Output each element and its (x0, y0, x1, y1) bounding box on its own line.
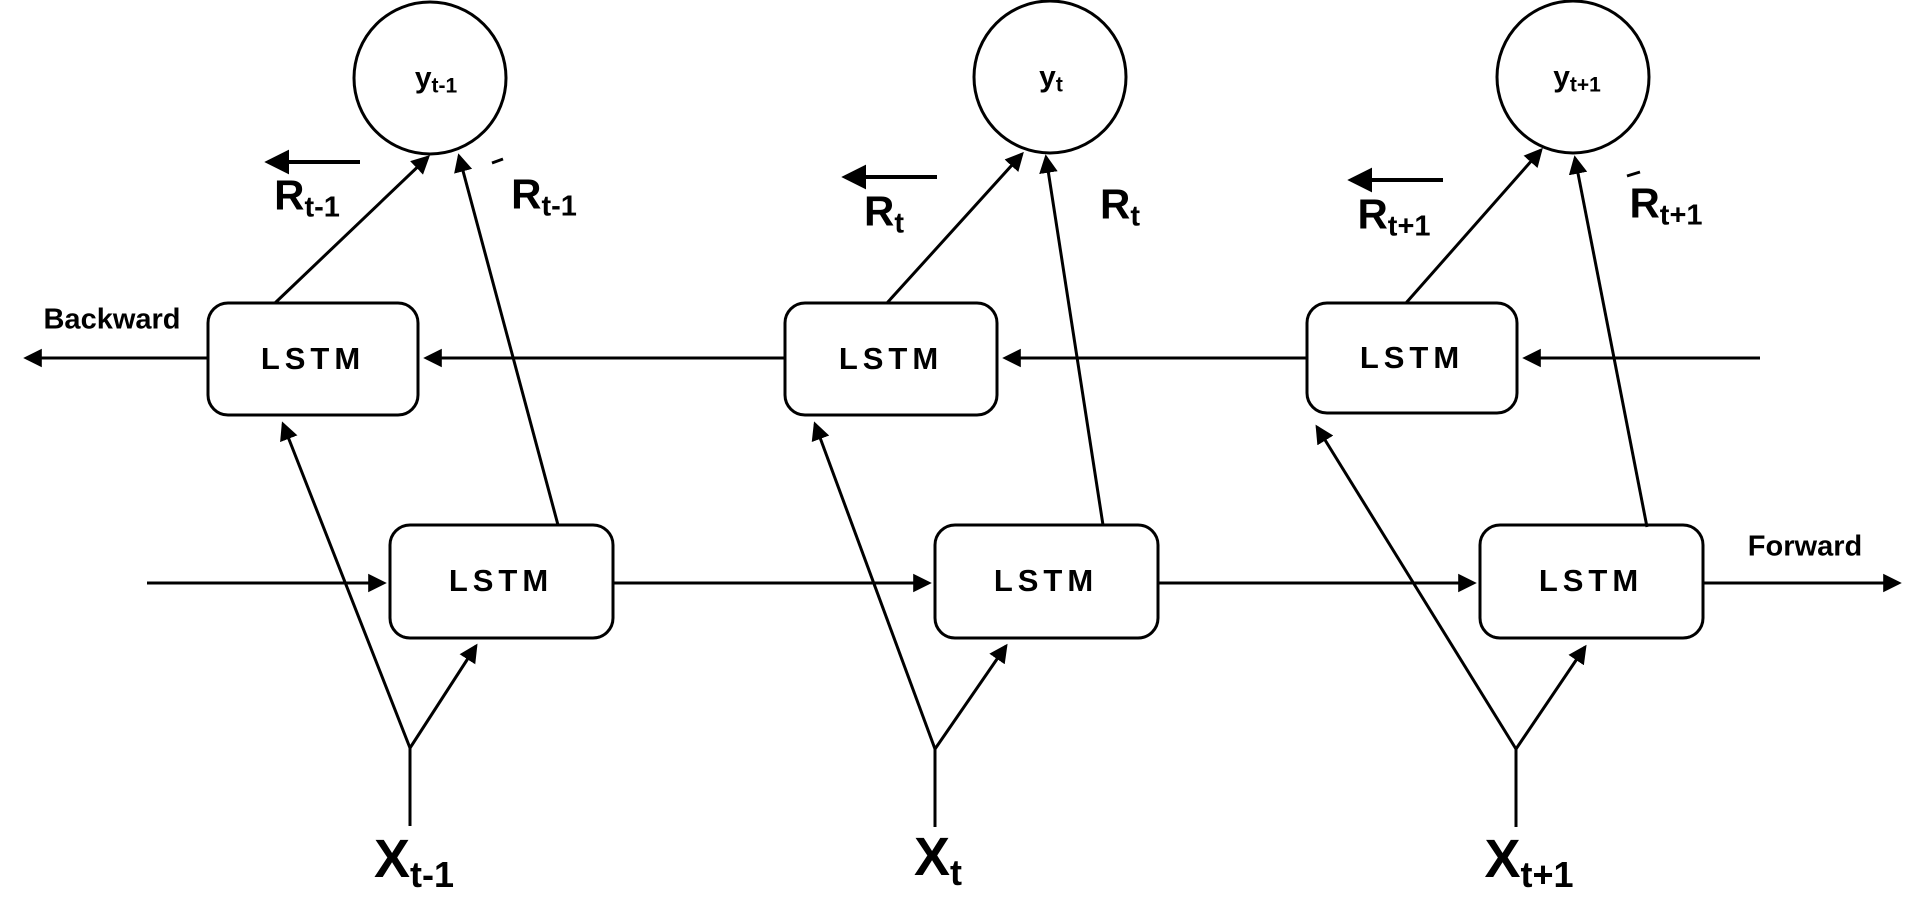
lstm-label-forward-t+1: LSTM (1538, 563, 1644, 598)
hidden-label-sub: t (1130, 200, 1141, 233)
forward-hidden-to-output-t+1 (1568, 155, 1649, 528)
backward-hidden-label-t: Rt (864, 187, 904, 240)
lstm-label-backward-t+1: LSTM (1359, 340, 1465, 375)
input-branch-to-backward-t+1 (1315, 424, 1518, 750)
hidden-label-base: R (1629, 179, 1660, 227)
output-label-sub: t (1055, 73, 1063, 97)
forward-hidden-label-t-1: Rt-1 (511, 170, 577, 223)
backward-hidden-label-t+1: Rt+1 (1357, 190, 1430, 243)
hidden-label-sub: t+1 (1387, 210, 1431, 243)
output-node-t (972, 0, 1128, 155)
output-label-t-1: yt-1 (415, 62, 457, 99)
input-label-t-1: Xt-1 (374, 828, 454, 896)
output-label-sub: t-1 (431, 74, 458, 98)
forward-hidden-label-t+1: Rt+1 (1629, 179, 1702, 232)
hidden-label-base: R (274, 171, 305, 219)
input-label-t: Xt (914, 826, 962, 894)
hidden-label-sub: t+1 (1659, 199, 1703, 232)
hidden-label-sub: t-1 (304, 191, 340, 224)
stray-mark (1626, 170, 1641, 178)
backward-hidden-label-t-1: Rt-1 (274, 171, 340, 224)
hidden-label-sub: t-1 (541, 190, 577, 223)
output-label-base: y (414, 61, 432, 95)
input-branch-to-forward-t+1 (1514, 644, 1587, 750)
output-label-sub: t+1 (1569, 73, 1601, 97)
forward-direction-label: Forward (1747, 530, 1863, 563)
input-branch-to-backward-t-1 (280, 421, 412, 749)
output-label-t+1: yt+1 (1553, 61, 1601, 98)
input-branch-to-forward-t (933, 643, 1008, 750)
output-node-t+1 (1495, 0, 1651, 155)
output-label-base: y (1553, 60, 1570, 94)
hidden-label-base: R (1099, 180, 1131, 228)
backward-hidden-to-output-t+1 (1404, 147, 1543, 304)
backward-direction-label: Backward (43, 303, 181, 336)
input-label-sub: t+1 (1520, 854, 1574, 896)
lstm-label-backward-t-1: LSTM (260, 341, 366, 376)
output-label-base: y (1039, 60, 1056, 94)
input-branch-to-forward-t-1 (408, 643, 478, 749)
input-label-sub: t-1 (410, 854, 455, 896)
forward-hidden-label-t: Rt (1100, 180, 1140, 233)
input-label-base: X (913, 826, 951, 887)
input-branch-to-backward-t (811, 421, 937, 750)
stray-mark (491, 157, 504, 165)
backward-hidden-to-output-t (885, 151, 1024, 305)
lstm-label-forward-t-1: LSTM (448, 563, 554, 598)
hidden-label-base: R (1357, 190, 1388, 238)
backward-hidden-to-output-t-1 (273, 155, 431, 305)
input-label-base: X (1484, 828, 1521, 889)
hidden-label-sub: t (894, 207, 905, 240)
lstm-label-forward-t: LSTM (993, 563, 1099, 598)
hidden-label-base: R (511, 170, 542, 218)
output-label-t: yt (1039, 61, 1063, 98)
lstm-label-backward-t: LSTM (838, 341, 944, 376)
forward-hidden-to-output-t-1 (454, 153, 560, 526)
output-node-t-1 (352, 0, 508, 156)
input-label-base: X (373, 828, 411, 889)
input-label-sub: t (950, 852, 963, 894)
hidden-label-base: R (863, 187, 895, 235)
input-label-t+1: Xt+1 (1484, 828, 1573, 896)
forward-hidden-to-output-t (1039, 154, 1105, 526)
